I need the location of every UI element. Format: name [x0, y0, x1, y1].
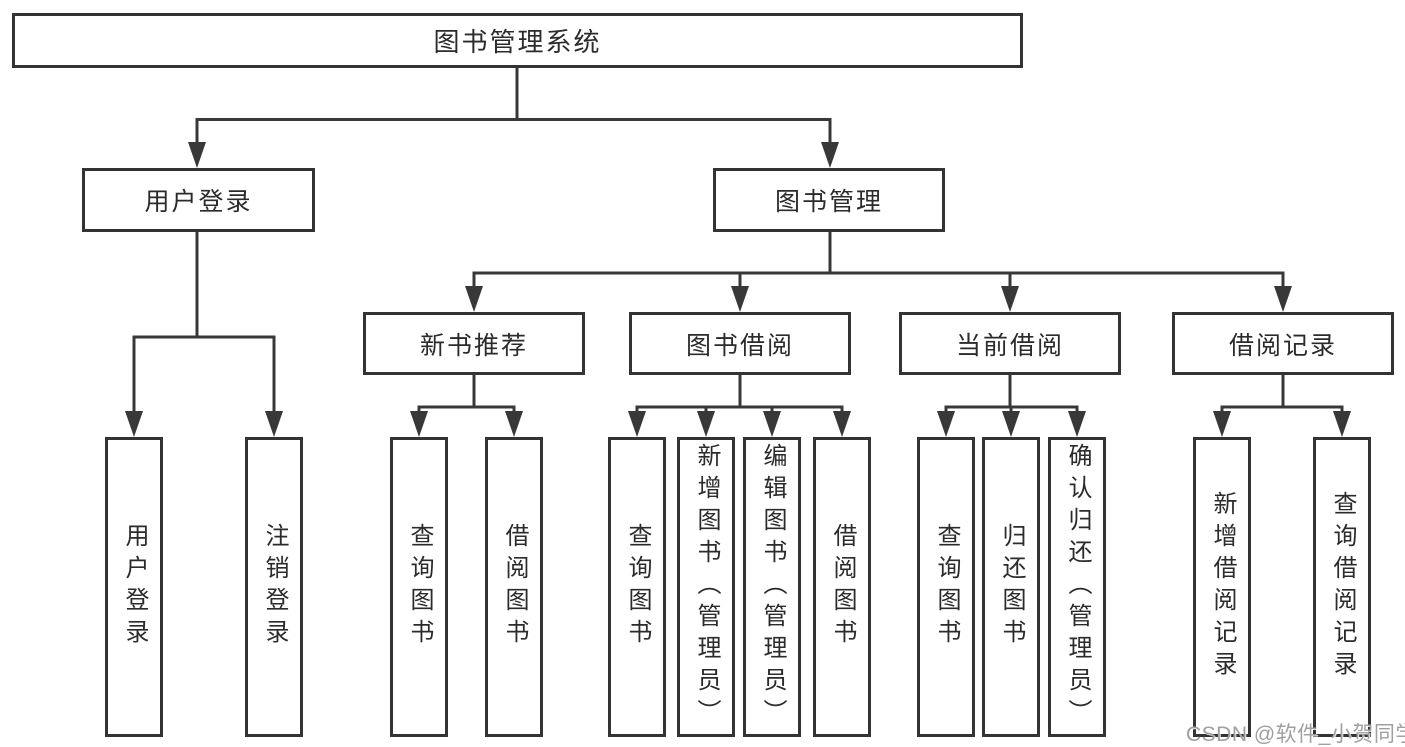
leaf-user-login: 用户登录	[105, 437, 163, 737]
node-label: 用户登录	[121, 523, 148, 651]
node-label: 确认归还（管理员）	[1064, 443, 1091, 731]
node-label: 新增图书（管理员）	[693, 443, 720, 731]
node-new-book-recommend: 新书推荐	[363, 312, 585, 375]
node-label: 当前借阅	[955, 331, 1064, 360]
node-label: 查询借阅记录	[1329, 491, 1356, 683]
leaf-add-borrow-record: 新增借阅记录	[1193, 437, 1251, 737]
node-current-borrowing: 当前借阅	[899, 312, 1121, 375]
leaf-query-books-recommend: 查询图书	[390, 437, 448, 737]
node-book-management: 图书管理	[713, 168, 945, 232]
node-label: 注销登录	[261, 523, 288, 651]
leaf-logout: 注销登录	[245, 437, 303, 737]
leaf-query-books-borrowing: 查询图书	[608, 437, 666, 737]
node-book-borrowing: 图书借阅	[629, 312, 851, 375]
node-label: 用户登录	[144, 188, 253, 216]
node-label: 图书管理	[774, 188, 883, 216]
leaf-borrow-books-recommend: 借阅图书	[485, 437, 543, 737]
node-borrowing-records: 借阅记录	[1172, 312, 1394, 375]
node-label: 新书推荐	[419, 331, 528, 360]
arrow-down-icons	[125, 142, 1351, 437]
leaf-return-book: 归还图书	[982, 437, 1040, 737]
leaf-confirm-return-admin: 确认归还（管理员）	[1048, 437, 1106, 737]
csdn-watermark: CSDN @软件_小贺同学	[1186, 723, 1405, 746]
node-label: 查询图书	[406, 523, 433, 651]
leaf-add-book-admin: 新增图书（管理员）	[677, 437, 735, 737]
leaf-query-books-current: 查询图书	[917, 437, 975, 737]
leaf-borrow-books: 借阅图书	[813, 437, 871, 737]
node-label: 借阅图书	[829, 523, 856, 651]
node-user-login: 用户登录	[82, 168, 315, 232]
node-label: 查询图书	[624, 523, 651, 651]
node-label: 借阅图书	[501, 523, 528, 651]
node-label: 查询图书	[933, 523, 960, 651]
leaf-edit-book-admin: 编辑图书（管理员）	[743, 437, 801, 737]
node-label: 图书借阅	[685, 331, 794, 360]
node-label: 编辑图书（管理员）	[759, 443, 786, 731]
node-label: 图书管理系统	[433, 27, 602, 57]
node-root-system: 图书管理系统	[12, 13, 1023, 68]
node-label: 新增借阅记录	[1209, 491, 1236, 683]
leaf-query-borrow-record: 查询借阅记录	[1313, 437, 1371, 737]
node-label: 归还图书	[998, 523, 1025, 651]
node-label: 借阅记录	[1228, 331, 1337, 360]
